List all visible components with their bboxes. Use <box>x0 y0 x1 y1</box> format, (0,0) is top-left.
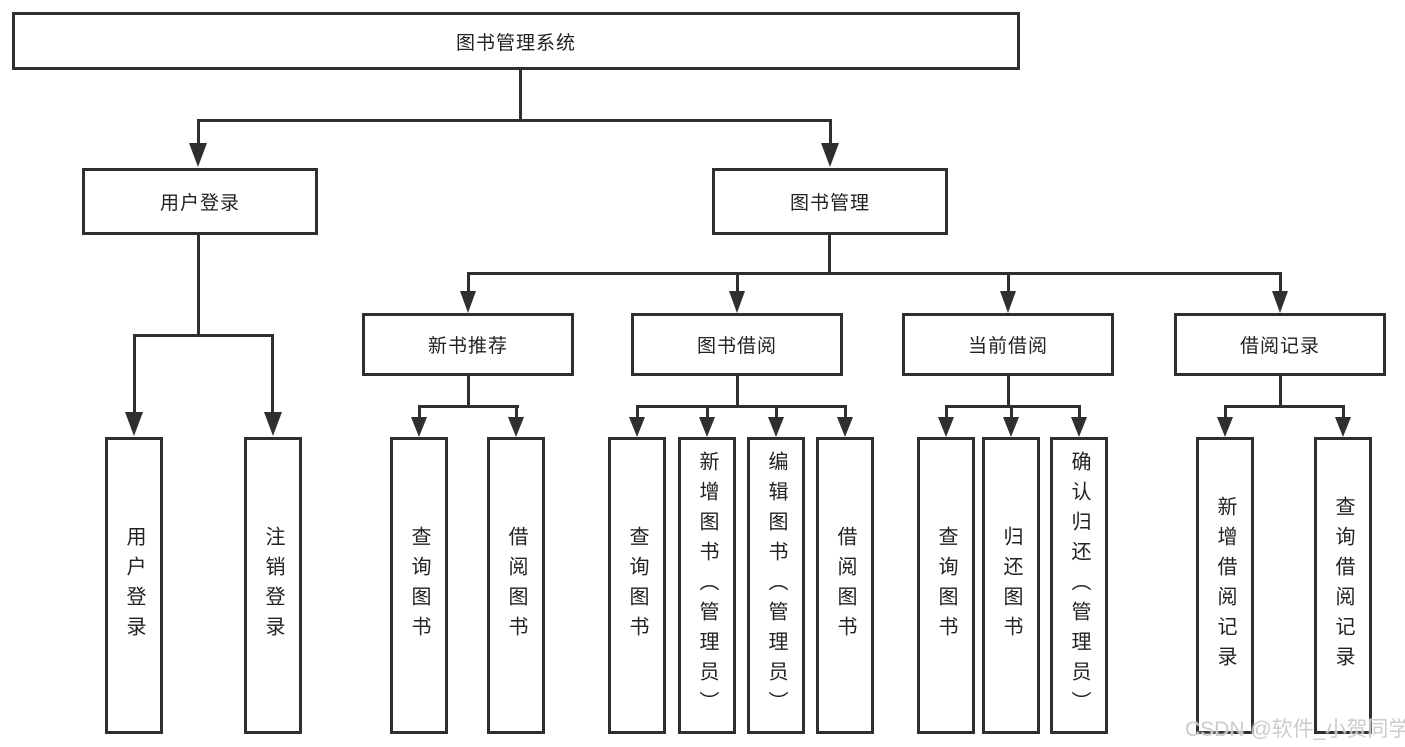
node-borrow-records-label: 借阅记录 <box>1239 336 1320 357</box>
connector-arrow-stem <box>706 407 709 421</box>
arrow-down-icon <box>1217 417 1233 437</box>
connector-arrow-stem <box>829 121 832 146</box>
leaf-borrow-books-recommend: 借阅图书 <box>487 437 545 734</box>
leaf-logout: 注销登录 <box>244 437 302 734</box>
arrow-down-icon <box>189 143 207 167</box>
connector-arrow-stem <box>844 407 847 421</box>
connector-arrow-stem <box>636 407 639 421</box>
connector-arrow-stem <box>133 336 136 414</box>
leaf-confirm-return-admin: 确认归还（管理员） <box>1050 437 1108 734</box>
connector-bookmgmt-stem <box>828 235 831 274</box>
csdn-watermark: CSDN @软件_小贺同学 <box>1185 718 1405 741</box>
connector-arrow-stem <box>418 407 421 421</box>
arrow-down-icon <box>1071 417 1087 437</box>
arrow-down-icon <box>125 412 143 436</box>
leaf-user-login: 用户登录 <box>105 437 163 734</box>
connector-stem <box>736 376 739 407</box>
node-new-book-recommend: 新书推荐 <box>362 313 574 376</box>
connector-stem <box>1279 376 1282 407</box>
node-book-management-label: 图书管理 <box>789 193 870 214</box>
arrow-down-icon <box>629 417 645 437</box>
arrow-down-icon <box>821 143 839 167</box>
arrow-down-icon <box>460 291 476 313</box>
leaf-query-books-recommend: 查询图书 <box>390 437 448 734</box>
connector-arrow-stem <box>1224 407 1227 421</box>
connector-hline <box>636 405 847 408</box>
connector-arrow-stem <box>1279 274 1282 293</box>
node-book-borrow-label: 图书借阅 <box>696 336 777 357</box>
connector-arrow-stem <box>1007 274 1010 293</box>
node-current-borrow: 当前借阅 <box>902 313 1114 376</box>
connector-arrow-stem <box>945 407 948 421</box>
node-book-borrow: 图书借阅 <box>631 313 843 376</box>
arrow-down-icon <box>938 417 954 437</box>
connector-stem <box>1007 376 1010 407</box>
arrow-down-icon <box>1003 417 1019 437</box>
connector-arrow-stem <box>467 274 470 293</box>
leaf-add-book-admin: 新增图书（管理员） <box>678 437 736 734</box>
connector-stem <box>467 376 470 407</box>
arrow-down-icon <box>1335 417 1351 437</box>
connector-hline <box>945 405 1081 408</box>
arrow-down-icon <box>411 417 427 437</box>
leaf-edit-book-admin: 编辑图书（管理员） <box>747 437 805 734</box>
connector-arrow-stem <box>775 407 778 421</box>
connector-arrow-stem <box>515 407 518 421</box>
leaf-query-books-current: 查询图书 <box>917 437 975 734</box>
arrow-down-icon <box>837 417 853 437</box>
node-root: 图书管理系统 <box>12 12 1020 70</box>
leaf-return-book: 归还图书 <box>982 437 1040 734</box>
connector-arrow-stem <box>1010 407 1013 421</box>
connector-hline <box>1224 405 1345 408</box>
connector-arrow-stem <box>271 336 274 414</box>
arrow-down-icon <box>699 417 715 437</box>
connector-userlogin-hline <box>133 334 274 337</box>
connector-arrow-stem <box>736 274 739 293</box>
arrow-down-icon <box>1272 291 1288 313</box>
node-new-book-recommend-label: 新书推荐 <box>427 336 508 357</box>
arrow-down-icon <box>729 291 745 313</box>
node-current-borrow-label: 当前借阅 <box>967 336 1048 357</box>
connector-arrow-stem <box>1342 407 1345 421</box>
node-book-management: 图书管理 <box>712 168 948 235</box>
arrow-down-icon <box>768 417 784 437</box>
leaf-add-borrow-record: 新增借阅记录 <box>1196 437 1254 734</box>
connector-arrow-stem <box>197 121 200 146</box>
leaf-query-books-borrow: 查询图书 <box>608 437 666 734</box>
arrow-down-icon <box>508 417 524 437</box>
node-root-label: 图书管理系统 <box>455 32 576 54</box>
leaf-query-borrow-record: 查询借阅记录 <box>1314 437 1372 734</box>
arrow-down-icon <box>1000 291 1016 313</box>
node-user-login: 用户登录 <box>82 168 318 235</box>
connector-root-stem <box>519 70 522 122</box>
arrow-down-icon <box>264 412 282 436</box>
node-borrow-records: 借阅记录 <box>1174 313 1386 376</box>
node-user-login-label: 用户登录 <box>159 193 240 214</box>
connector-l3-hline <box>467 272 1282 275</box>
leaf-borrow-books-borrow: 借阅图书 <box>816 437 874 734</box>
connector-hline <box>418 405 519 408</box>
connector-userlogin-stem <box>197 235 200 336</box>
connector-arrow-stem <box>1078 407 1081 421</box>
connector-l2-hline <box>197 119 832 122</box>
